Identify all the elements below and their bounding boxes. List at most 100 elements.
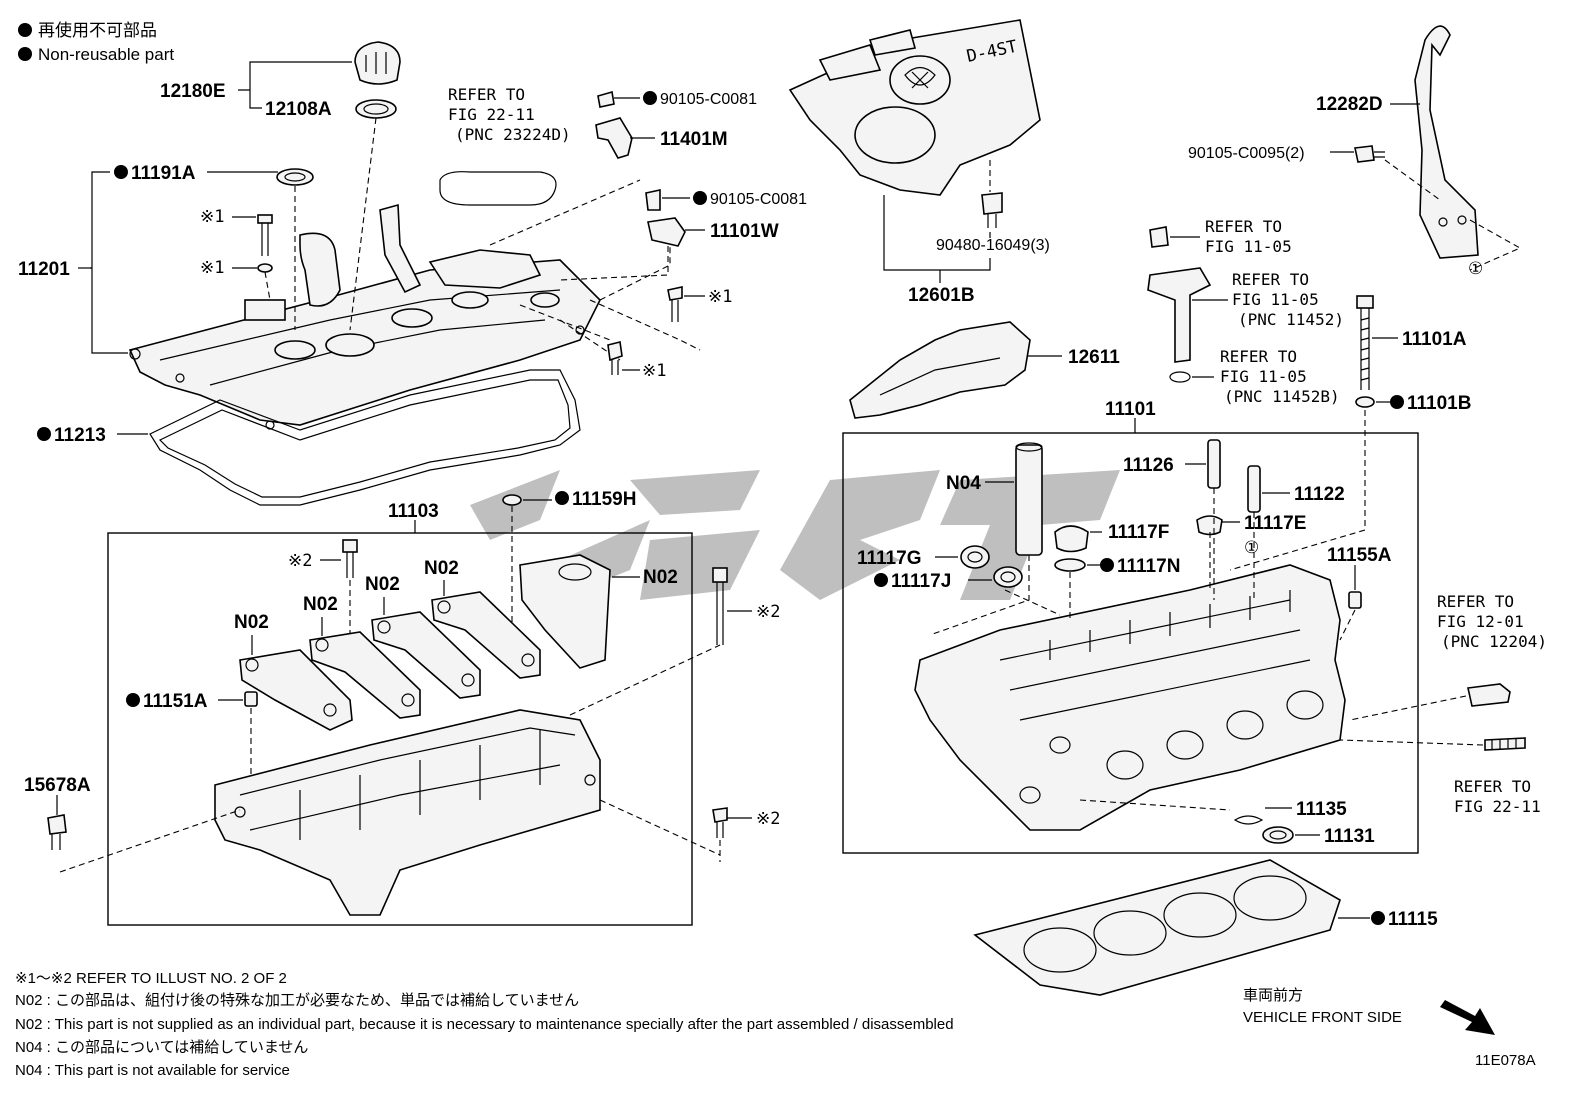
refer-fig: FIG 12-01 bbox=[1437, 612, 1524, 631]
label-11159H: 11159H bbox=[572, 489, 636, 510]
label-12108A: 12108A bbox=[265, 99, 332, 120]
label-N02: N02 bbox=[365, 574, 400, 595]
label-90480-16049: 90480-16049(3) bbox=[936, 237, 1050, 254]
head-bolt-group: 11101A 11101B bbox=[1229, 295, 1471, 571]
mark1-label: ※1 bbox=[200, 207, 224, 227]
note-line-3: N02 : This part is not supplied as an in… bbox=[15, 1016, 954, 1033]
label-11101: 11101 bbox=[1105, 399, 1156, 420]
label-12282D: 12282D bbox=[1316, 94, 1383, 115]
label-11117G: 11117G bbox=[857, 548, 921, 569]
refer-pnc: (PNC 12204) bbox=[1441, 632, 1547, 651]
non-reusable-dot-icon bbox=[643, 91, 657, 105]
refer-pnc: (PNC 23224D) bbox=[455, 125, 571, 144]
label-N02: N02 bbox=[643, 567, 678, 588]
oil-filler-cap bbox=[354, 41, 401, 85]
label-11117E: 11117E bbox=[1244, 513, 1306, 534]
label-11117J: 11117J bbox=[891, 571, 951, 592]
refer-fig-22-11-top: REFER TO FIG 22-11 (PNC 23224D) bbox=[439, 85, 571, 206]
mark2-label: ※2 bbox=[288, 551, 312, 571]
cylinder-head-group: 11101 N04 11126 11122 11117F 11117E 1111… bbox=[842, 399, 1419, 854]
non-reusable-dot-icon bbox=[37, 427, 51, 441]
camshaft-housing-box bbox=[107, 532, 693, 926]
plug-tube-seal bbox=[276, 168, 314, 186]
head-cover-group: 12180E 12108A 11191A 11201 11213 ※1 ※1 bbox=[18, 41, 701, 506]
label-11155A: 11155A bbox=[1327, 545, 1392, 566]
label-N02: N02 bbox=[424, 558, 459, 579]
refer-fig: FIG 22-11 bbox=[448, 105, 535, 124]
footnotes: ※1～※2 REFER TO ILLUST NO. 2 OF 2 N02 : こ… bbox=[15, 970, 954, 1079]
insulator: 12611 bbox=[849, 321, 1120, 419]
label-11126: 11126 bbox=[1123, 455, 1174, 476]
mark2-label: ※2 bbox=[756, 602, 780, 622]
label-11135: 11135 bbox=[1296, 799, 1347, 820]
refer-text: REFER TO bbox=[1437, 592, 1514, 611]
head-cover-gasket bbox=[149, 369, 581, 506]
non-reusable-dot-icon bbox=[18, 47, 32, 61]
engine-cover-group: D-4ST 90480-16049(3) 12601B bbox=[788, 19, 1050, 306]
sensor-group: 90105-C0081 11401M 90105-C0081 11101W ※1… bbox=[559, 90, 807, 381]
refer-pnc: (PNC 11452B) bbox=[1224, 387, 1340, 406]
note-line-1: ※1～※2 REFER TO ILLUST NO. 2 OF 2 bbox=[15, 970, 287, 987]
label-11151A: 11151A bbox=[143, 691, 208, 712]
label-11122: 11122 bbox=[1294, 484, 1345, 505]
direction-jp: 車両前方 bbox=[1243, 987, 1303, 1004]
label-11115: 11115 bbox=[1388, 909, 1438, 930]
refer-fig-11-05-group: REFER TO FIG 11-05 REFER TO FIG 11-05 (P… bbox=[1147, 217, 1344, 406]
cylinder-head-cover bbox=[128, 203, 601, 430]
label-12601B: 12601B bbox=[908, 285, 975, 306]
cylinder-head-box bbox=[842, 432, 1419, 854]
non-reusable-dot-icon bbox=[126, 693, 140, 707]
non-reusable-dot-icon bbox=[1371, 911, 1385, 925]
bolt-mark1 bbox=[257, 214, 273, 273]
label-90105-C0095: 90105-C0095(2) bbox=[1188, 145, 1305, 162]
stud-15678A: 15678A bbox=[24, 775, 241, 873]
refer-text: REFER TO bbox=[1454, 777, 1531, 796]
diagram-code: 11E078A bbox=[1475, 1052, 1536, 1069]
note-line-2: N02 : この部品は、組付け後の特殊な加工が必要なため、単品では補給していませ… bbox=[15, 992, 579, 1009]
mark2-label: ※2 bbox=[756, 809, 780, 829]
label-11117N: 11117N bbox=[1117, 556, 1180, 577]
label-11201: 11201 bbox=[18, 259, 70, 280]
label-90105-C0081-b: 90105-C0081 bbox=[710, 191, 807, 208]
non-reusable-dot-icon bbox=[1100, 558, 1114, 572]
label-11103: 11103 bbox=[388, 501, 439, 522]
refer-text: REFER TO bbox=[1232, 270, 1309, 289]
filler-cap-gasket bbox=[355, 99, 397, 119]
engine-hanger-bracket: 12282D 90105-C0095(2) ① bbox=[1188, 25, 1522, 279]
mark1-label: ※1 bbox=[642, 361, 666, 381]
note-line-4: N04 : この部品については補給していません bbox=[15, 1039, 308, 1056]
refer-right-group: REFER TO FIG 12-01 (PNC 12204) REFER TO … bbox=[1339, 592, 1547, 816]
circle1-mark: ① bbox=[1468, 259, 1483, 279]
non-reusable-dot-icon bbox=[693, 191, 707, 205]
refer-text: REFER TO bbox=[448, 85, 525, 104]
label-11191A: 11191A bbox=[131, 163, 196, 184]
circle1-mark: ① bbox=[1244, 538, 1259, 558]
direction-en: VEHICLE FRONT SIDE bbox=[1243, 1009, 1402, 1026]
vehicle-front-indicator: 車両前方 VEHICLE FRONT SIDE 11E078A bbox=[1243, 987, 1536, 1069]
label-11401M: 11401M bbox=[660, 129, 728, 150]
label-11101A: 11101A bbox=[1402, 329, 1467, 350]
cylinder-head-gasket: 11115 bbox=[973, 859, 1438, 996]
label-N04: N04 bbox=[946, 473, 981, 494]
label-11117F: 11117F bbox=[1108, 522, 1169, 543]
refer-fig: FIG 11-05 bbox=[1220, 367, 1307, 386]
label-12180E: 12180E bbox=[160, 81, 226, 102]
label-N02: N02 bbox=[234, 612, 269, 633]
label-11213: 11213 bbox=[54, 425, 106, 446]
camshaft-housing-group: 11103 11159H ※2 N02 N02 N02 N02 bbox=[107, 489, 780, 926]
refer-pnc: (PNC 11452) bbox=[1238, 310, 1344, 329]
non-reusable-dot-icon bbox=[1390, 395, 1404, 409]
mark1-label: ※1 bbox=[708, 287, 732, 307]
watermark bbox=[470, 470, 1120, 600]
refer-fig: FIG 22-11 bbox=[1454, 797, 1541, 816]
front-arrow-icon bbox=[1440, 1000, 1495, 1035]
legend-en: Non-reusable part bbox=[38, 45, 174, 64]
non-reusable-dot-icon bbox=[874, 573, 888, 587]
label-N02: N02 bbox=[303, 594, 338, 615]
legend-jp: 再使用不可部品 bbox=[38, 20, 157, 40]
note-line-5: N04 : This part is not available for ser… bbox=[15, 1062, 290, 1079]
label-11101B: 11101B bbox=[1407, 393, 1471, 414]
label-90105-C0081-a: 90105-C0081 bbox=[660, 91, 757, 108]
label-15678A: 15678A bbox=[24, 775, 91, 796]
refer-text: REFER TO bbox=[1205, 217, 1282, 236]
